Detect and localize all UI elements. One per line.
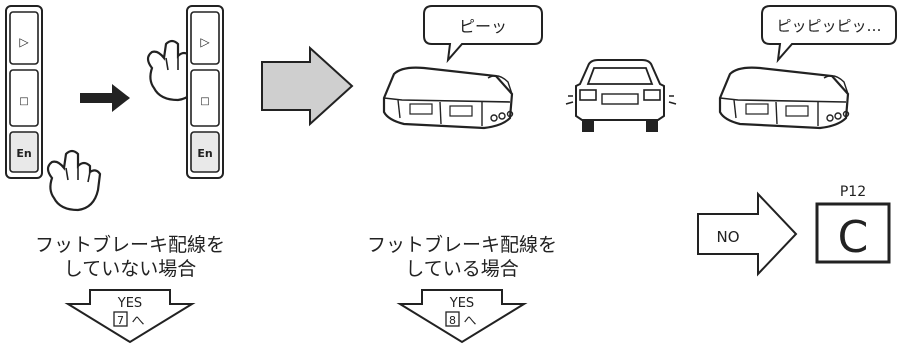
arrow-right-icon [80,84,130,112]
enter-button[interactable]: En [197,147,212,160]
enter-button[interactable]: En [16,147,31,160]
left-case-line2: していない場合 [64,258,196,280]
stop-symbol: □ [200,96,209,107]
page-reference: P12 [840,184,866,200]
left-next-step: 7 [117,314,124,327]
target-code: C [838,212,869,263]
play-symbol: ▷ [19,35,29,49]
remote-control-before: ▷ □ En [5,5,43,179]
speech-bubble-multi-beep: ピッピッピッ… [761,5,897,64]
single-beep-text: ピーッ [459,17,507,36]
no-branch-arrow: NO [697,191,798,277]
target-code-box [815,202,891,264]
engine-unit-icon [718,66,850,130]
left-case-line1: フットブレーキ配線を [35,233,225,256]
left-next-suffix: へ [131,314,144,329]
remote-control-after: ▷ □ En [186,5,224,179]
multi-beep-text: ピッピッピッ… [776,17,881,35]
play-symbol: ▷ [200,35,210,49]
down-arrow-icon: YES 8 へ [396,289,528,344]
engine-unit-icon [382,66,514,130]
down-arrow-icon: YES 7 へ [64,289,196,344]
right-next-step: 8 [449,314,456,327]
car-icon [565,59,677,132]
right-yes-label: YES [449,296,474,311]
left-yes-label: YES [117,296,142,311]
stop-symbol: □ [19,96,28,107]
speech-bubble-single-beep: ピーッ [423,5,543,64]
right-case-line2: している場合 [405,258,518,280]
right-next-suffix: へ [463,314,476,329]
right-case-line1: フットブレーキ配線を [367,233,557,256]
pressing-hand-icon [46,149,102,212]
arrow-right-icon [261,45,354,127]
no-label: NO [716,228,739,246]
